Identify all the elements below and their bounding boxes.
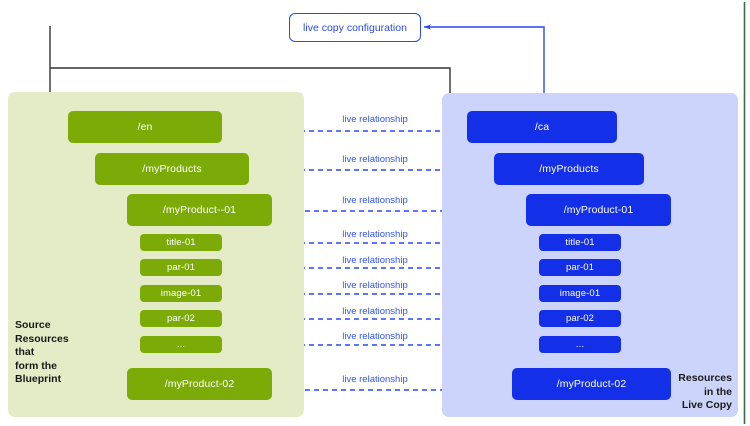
source-node-myproducts[interactable]: /myProducts: [95, 153, 249, 185]
source-node-par-01[interactable]: par-01: [140, 259, 222, 276]
relationship-label-myproduct-01: live relationship: [342, 195, 408, 206]
source-node-en[interactable]: /en: [68, 111, 222, 143]
source-node-image-01[interactable]: image-01: [140, 285, 222, 302]
relationship-label-myproducts: live relationship: [342, 154, 408, 165]
source-resources-panel: [8, 92, 304, 417]
source-node-ellipsis[interactable]: ...: [140, 336, 222, 353]
live-node-myproduct-02[interactable]: /myProduct-02: [512, 368, 671, 400]
live-copy-panel: [442, 93, 738, 417]
source-node-par-02[interactable]: par-02: [140, 310, 222, 327]
source-node-myproduct-01[interactable]: /myProduct--01: [127, 194, 272, 226]
live-node-title-01[interactable]: title-01: [539, 234, 621, 251]
live-node-par-01[interactable]: par-01: [539, 259, 621, 276]
relationship-label-en: live relationship: [342, 114, 408, 125]
relationship-label-par-01: live relationship: [342, 255, 408, 266]
relationship-label-par-02: live relationship: [342, 306, 408, 317]
relationship-label-title-01: live relationship: [342, 229, 408, 240]
source-node-title-01[interactable]: title-01: [140, 234, 222, 251]
live-node-par-02[interactable]: par-02: [539, 310, 621, 327]
live-node-myproducts[interactable]: /myProducts: [494, 153, 644, 185]
live-copy-configuration-box[interactable]: live copy configuration: [289, 13, 421, 42]
live-panel-caption: Resources in the Live Copy: [678, 372, 732, 411]
live-node-myproduct-01[interactable]: /myProduct-01: [526, 194, 671, 226]
live-node-ca[interactable]: /ca: [467, 111, 617, 143]
source-panel-caption: Source Resources that form the Blueprint: [15, 319, 69, 385]
relationship-label-ellipsis: live relationship: [342, 331, 408, 342]
relationship-label-myproduct-02: live relationship: [342, 374, 408, 385]
live-node-ellipsis[interactable]: ...: [539, 336, 621, 353]
source-node-myproduct-02[interactable]: /myProduct-02: [127, 368, 272, 400]
live-node-image-01[interactable]: image-01: [539, 285, 621, 302]
relationship-label-image-01: live relationship: [342, 280, 408, 291]
